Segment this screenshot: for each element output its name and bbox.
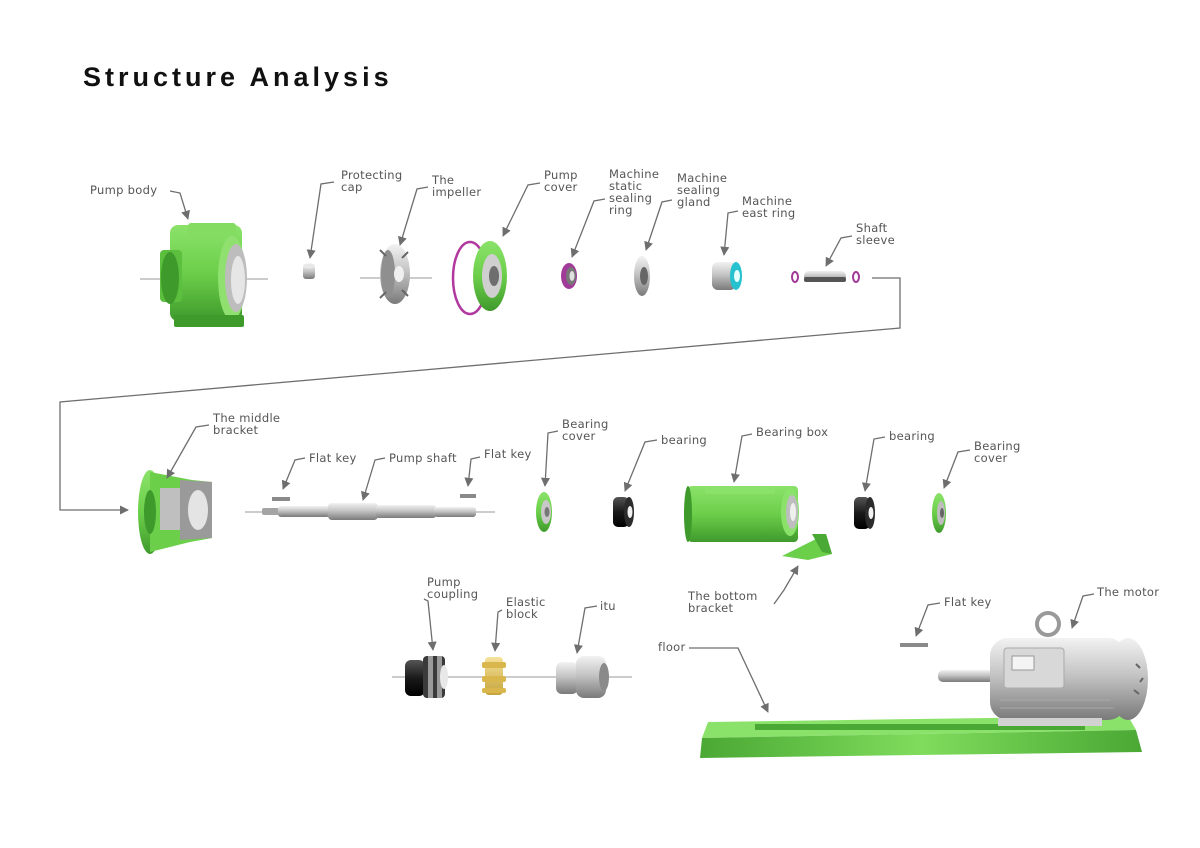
flat-key-1-part [272, 497, 290, 501]
label-bearing-1: bearing [661, 433, 707, 447]
label-itu: itu [600, 599, 616, 613]
svg-text:bearing: bearing [661, 433, 707, 447]
elastic-block-part [482, 657, 506, 695]
impeller-part [379, 244, 410, 304]
pump-body-part [160, 223, 247, 327]
row-connector-line [59, 277, 901, 515]
flat-key-3-part [900, 643, 928, 647]
bearing-box-part [684, 486, 799, 542]
label-pump-body: Pump body [90, 183, 157, 197]
svg-text:The motor: The motor [1096, 585, 1159, 599]
svg-text:Pump body: Pump body [90, 183, 157, 197]
label-bearing-2: bearing [889, 429, 935, 443]
static-sealing-ring-part [561, 263, 577, 289]
bearing-cover-1-part [536, 492, 552, 532]
flat-key-2-part [460, 494, 476, 498]
page-title: Structure Analysis [83, 62, 393, 92]
protecting-cap-part [303, 263, 315, 279]
label-motor: The motor [1096, 585, 1159, 599]
svg-text:Flat key: Flat key [944, 595, 992, 609]
label-bearing-box: Bearing box [756, 425, 828, 439]
middle-bracket-part [138, 470, 212, 554]
label-pump-shaft: Pump shaft [389, 451, 457, 465]
svg-text:bearing: bearing [889, 429, 935, 443]
shaft-sleeve-part [791, 271, 860, 283]
pump-cover-part [451, 240, 507, 316]
motor-part [938, 611, 1148, 726]
bottom-bracket-part [782, 534, 832, 560]
label-floor: floor [658, 640, 686, 654]
label-flat-key-3: Flat key [944, 595, 992, 609]
svg-text:Pump shaft: Pump shaft [389, 451, 457, 465]
label-flat-key-2: Flat key [484, 447, 532, 461]
sealing-gland-part [634, 256, 650, 296]
svg-text:Flat key: Flat key [309, 451, 357, 465]
bearing-1-part [613, 497, 634, 527]
label-flat-key-1: Flat key [309, 451, 357, 465]
svg-text:Flat key: Flat key [484, 447, 532, 461]
pump-coupling-part [405, 656, 448, 698]
bearing-2-part [854, 497, 875, 529]
bearing-cover-2-part [932, 493, 946, 533]
svg-text:floor: floor [658, 640, 686, 654]
svg-text:Bearing box: Bearing box [756, 425, 828, 439]
itu-part [556, 656, 609, 698]
pump-shaft-part [262, 503, 476, 520]
svg-text:itu: itu [600, 599, 616, 613]
east-ring-part [712, 262, 742, 290]
